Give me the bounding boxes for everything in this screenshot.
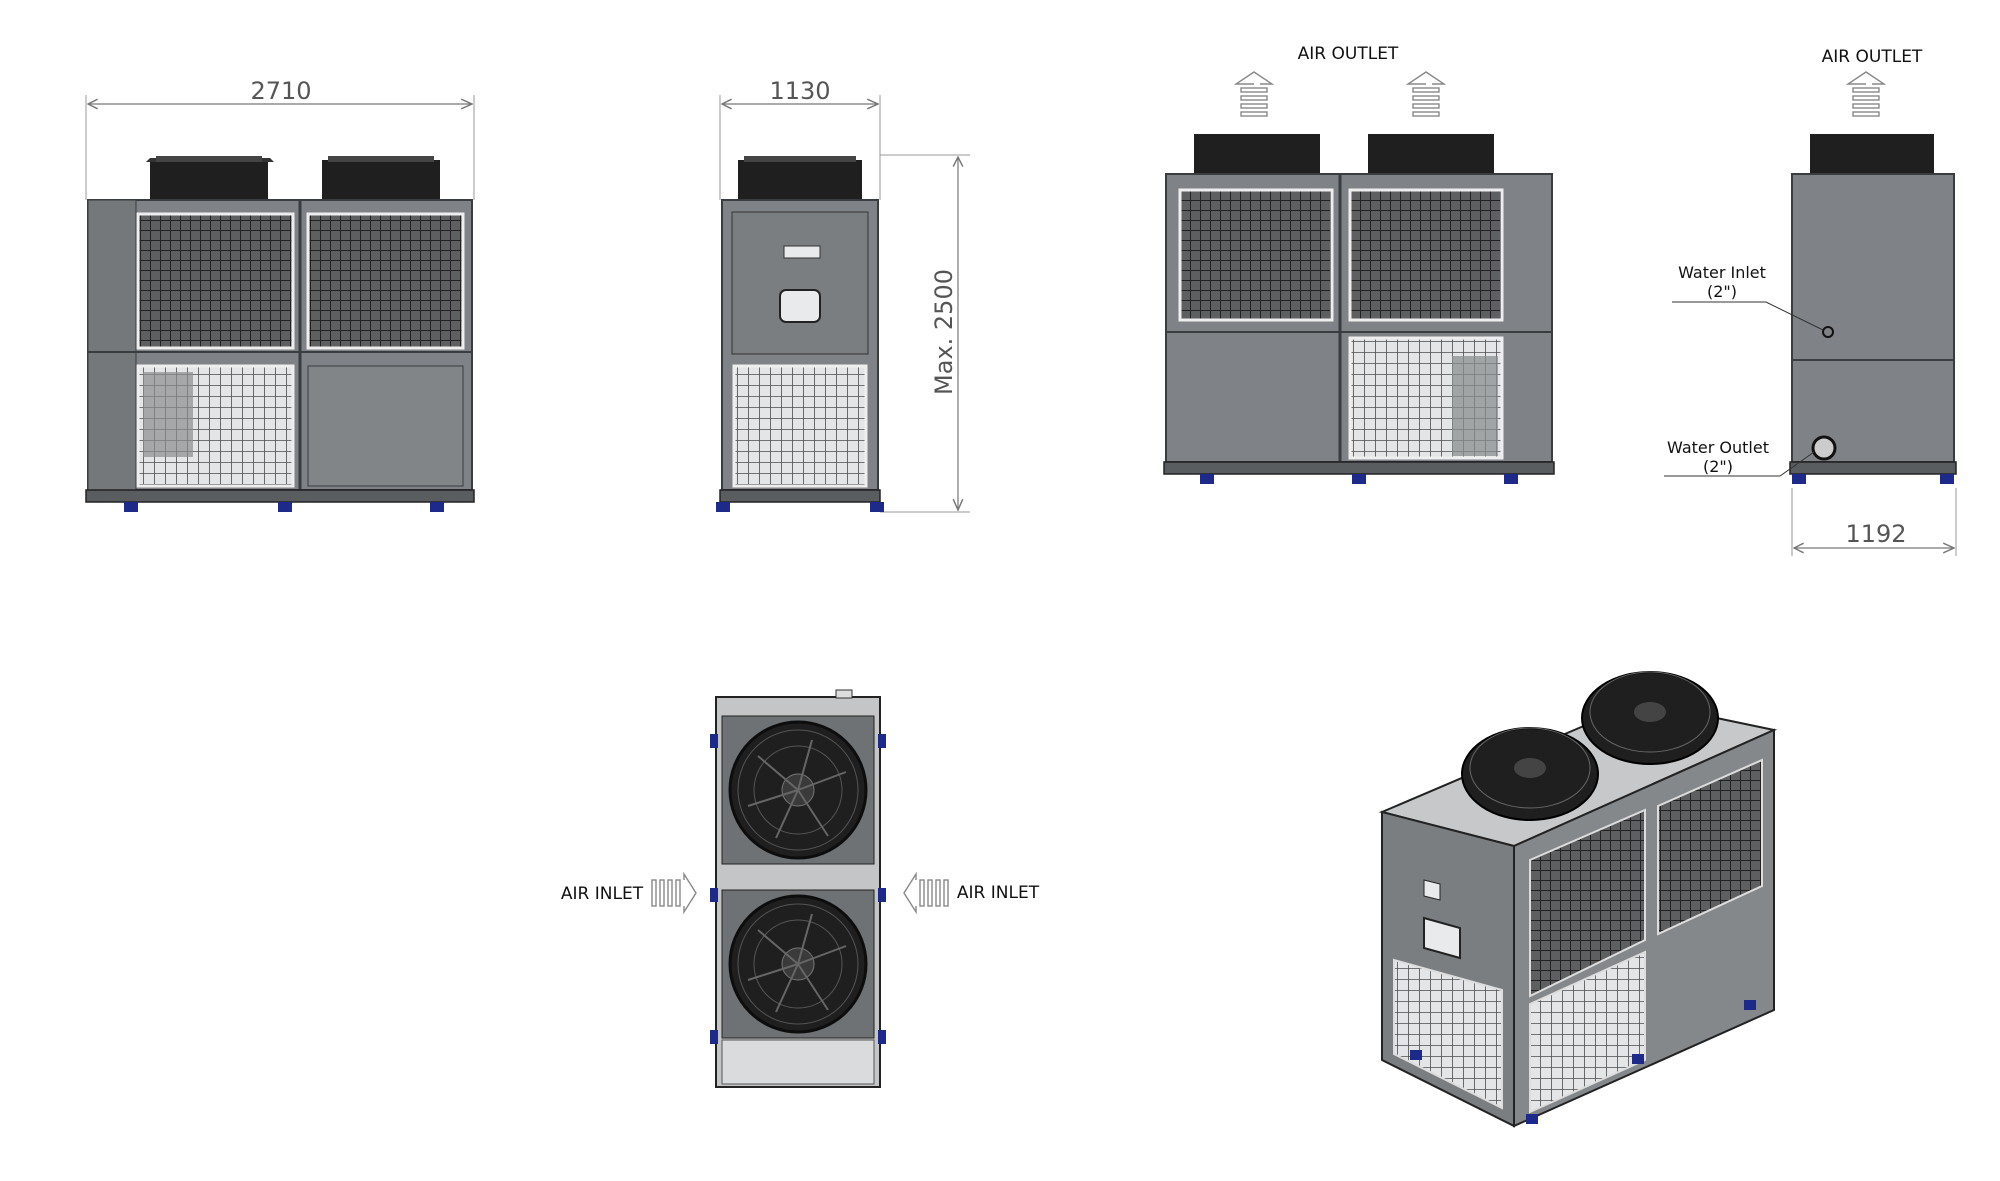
fan-top-1 (728, 720, 868, 860)
control-panel-window (779, 289, 821, 323)
feet-front (124, 502, 444, 512)
side-width-value: 1130 (769, 77, 830, 105)
brand-plate (783, 245, 821, 259)
back-side-width-value: 1192 (1845, 520, 1906, 548)
fan-iso-2 (1581, 671, 1719, 765)
rear-view: AIR OUTLET (1163, 44, 1555, 484)
front-view: 2710 (85, 77, 475, 512)
air-outlet-arrow-2 (1405, 71, 1447, 117)
air-inlet-label-left: AIR INLET (561, 884, 644, 904)
front-width-value: 2710 (250, 77, 311, 105)
air-inlet-arrow-right (903, 871, 949, 915)
water-outlet-size: (2") (1703, 457, 1733, 476)
air-outlet-arrow-3 (1845, 71, 1887, 117)
fan-housing-left (146, 156, 274, 200)
dimension-back-width: 1192 (1791, 488, 1957, 556)
air-inlet-arrow-left (651, 871, 697, 915)
water-inlet-label: Water Inlet (1678, 263, 1766, 282)
air-inlet-label-right: AIR INLET (957, 883, 1040, 903)
max-height-value: Max. 2500 (930, 269, 958, 395)
fan-top-2 (728, 894, 868, 1034)
air-outlet-label-1: AIR OUTLET (1298, 44, 1399, 64)
water-side-view: AIR OUTLET Water Inlet (2") Water Outlet… (1664, 47, 1957, 556)
fan-iso-1 (1461, 727, 1599, 821)
water-inlet-size: (2") (1707, 282, 1737, 301)
air-outlet-arrow-1 (1233, 71, 1275, 117)
isometric-view (1378, 671, 1778, 1128)
water-outlet-label: Water Outlet (1667, 438, 1769, 457)
fan-housing-right (322, 156, 440, 200)
top-view: AIR INLET AIR INLET (561, 689, 1040, 1088)
water-inlet-port (1822, 326, 1834, 338)
water-outlet-port (1811, 435, 1837, 461)
dimension-front-width: 2710 (85, 77, 475, 200)
side-view: 1130 Max. 2500 (716, 77, 970, 513)
dimension-max-height: Max. 2500 (880, 154, 970, 513)
dimension-side-width: 1130 (719, 77, 881, 200)
air-outlet-label-2: AIR OUTLET (1822, 47, 1923, 67)
